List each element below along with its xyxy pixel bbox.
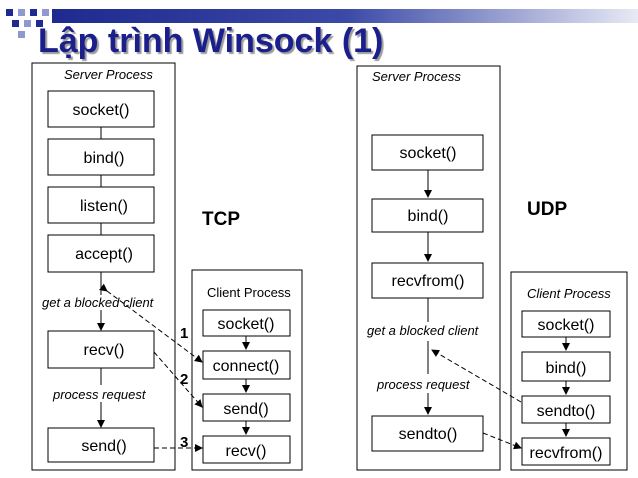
- udp-server-sendto-box: [371, 415, 484, 452]
- tcp-client-title: Client Process: [207, 285, 291, 300]
- udp-blocked-note: get a blocked client: [367, 323, 480, 338]
- tcp-server-accept-box: [47, 234, 155, 273]
- tcp-step-3: 3: [180, 434, 188, 451]
- tcp-server-send-label: send(): [81, 438, 126, 455]
- udp-client-recvfrom-label: recvfrom(): [530, 445, 603, 462]
- tcp-label: TCP: [202, 209, 240, 230]
- udp-client-title: Client Process: [527, 286, 611, 301]
- decor-square: [30, 9, 37, 16]
- udp-arrow-request: [431, 349, 522, 403]
- udp-client-bind-label: bind(): [546, 360, 587, 377]
- udp-server-sendto-label: sendto(): [399, 426, 458, 443]
- tcp-server-recv-label: recv(): [84, 342, 125, 359]
- tcp-client-connect-label: connect(): [213, 358, 280, 375]
- tcp-client-recv-box: [202, 435, 291, 464]
- decor-square: [12, 20, 19, 27]
- tcp-client-recv-label: recv(): [226, 443, 267, 460]
- udp-server-frame: [356, 65, 501, 471]
- tcp-step-1: 1: [180, 325, 188, 342]
- udp-server-socket-box: [371, 134, 484, 171]
- udp-client-bind-box: [521, 351, 611, 382]
- udp-process-note: process request: [376, 377, 471, 392]
- tcp-blocked-note: get a blocked client: [42, 295, 155, 310]
- tcp-server-socket-box: [47, 90, 155, 128]
- udp-client-sendto-label: sendto(): [537, 403, 596, 420]
- tcp-server-title: Server Process: [64, 67, 153, 82]
- udp-label: UDP: [527, 199, 567, 220]
- tcp-process-note: process request: [52, 387, 147, 402]
- tcp-arrow-1: [98, 283, 203, 363]
- tcp-client-connect-box: [202, 350, 291, 380]
- tcp-client-frame: [191, 269, 303, 471]
- header-bar: [52, 9, 638, 23]
- tcp-client-socket-label: socket(): [218, 316, 275, 333]
- udp-server-bind-box: [371, 198, 484, 233]
- tcp-server-listen-label: listen(): [80, 198, 128, 215]
- udp-client-socket-label: socket(): [538, 317, 595, 334]
- tcp-client-send-box: [202, 393, 291, 422]
- udp-server-recvfrom-box: [371, 262, 484, 299]
- udp-server-socket-label: socket(): [400, 145, 457, 162]
- tcp-client-socket-box: [202, 309, 291, 337]
- udp-client-sendto-box: [521, 395, 611, 424]
- tcp-arrow-2: [153, 351, 203, 408]
- udp-client-frame: [510, 271, 628, 471]
- udp-server-recvfrom-label: recvfrom(): [392, 273, 465, 290]
- decor-square: [42, 9, 49, 16]
- decor-square: [36, 20, 43, 27]
- udp-client-socket-box: [521, 310, 611, 338]
- page-title: Lập trình Winsock (1): [38, 22, 384, 60]
- udp-server-title: Server Process: [372, 69, 461, 84]
- tcp-server-send-box: [47, 427, 155, 463]
- decor-square: [18, 9, 25, 16]
- tcp-client-send-label: send(): [223, 401, 268, 418]
- decor-square: [18, 31, 25, 38]
- tcp-server-accept-label: accept(): [75, 246, 133, 263]
- udp-server-bind-label: bind(): [408, 208, 449, 225]
- tcp-server-frame: [31, 62, 176, 471]
- decor-square: [6, 9, 13, 16]
- tcp-server-bind-label: bind(): [84, 150, 125, 167]
- decor-square: [24, 20, 31, 27]
- tcp-step-2: 2: [180, 371, 188, 388]
- tcp-server-socket-label: socket(): [73, 102, 130, 119]
- udp-arrow-reply: [482, 432, 522, 450]
- tcp-server-bind-box: [47, 138, 155, 176]
- udp-client-recvfrom-box: [521, 437, 611, 466]
- tcp-server-listen-box: [47, 186, 155, 224]
